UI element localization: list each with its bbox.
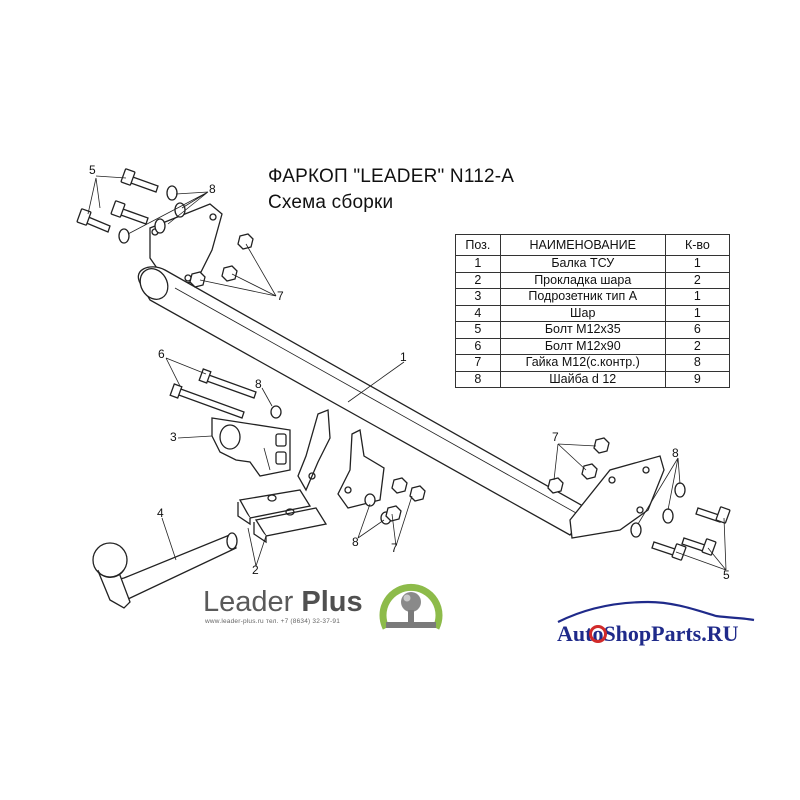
diagram-title: ФАРКОП "LEADER" N112-A [268, 166, 515, 187]
cell-name: Болт М12х90 [499, 337, 666, 355]
cell-qty: 6 [664, 321, 731, 339]
callout-7-top: 7 [277, 289, 284, 303]
cell-pos: 2 [455, 271, 501, 289]
long-bolts [169, 368, 257, 419]
tow-ball [92, 532, 238, 609]
cell-qty: 8 [664, 354, 731, 372]
cell-qty: 1 [664, 255, 731, 273]
cell-pos: 7 [455, 354, 501, 372]
callout-7-bottom: 7 [391, 541, 398, 555]
cell-pos: 6 [455, 337, 501, 355]
watermark-wheel-icon [589, 625, 607, 643]
diagram-subtitle: Схема сборки [268, 192, 394, 213]
callout-5-top: 5 [89, 163, 96, 177]
callout-1: 1 [400, 350, 407, 364]
watermark-text: AutoShopParts.RU [557, 621, 739, 646]
brand-name-light: Leader [203, 586, 302, 618]
brand-contact: www.leader-plus.ru тел. +7 (8634) 32-37-… [205, 618, 341, 625]
cell-name: Болт М12х35 [499, 321, 666, 339]
callout-7-right: 7 [552, 430, 559, 444]
brand-name: Leader Plus [203, 586, 363, 619]
spacer-plate-2 [254, 507, 328, 537]
cell-name: Гайка М12(с.контр.) [499, 354, 666, 372]
callout-2: 2 [252, 563, 259, 577]
right-mounting-plate [569, 455, 665, 539]
bracket-left [297, 409, 331, 492]
cell-name: Шар [499, 304, 666, 322]
bolts-top-left [76, 168, 159, 233]
bracket-right [337, 429, 385, 509]
header-qty: К-во [664, 234, 731, 256]
cell-qty: 9 [664, 370, 731, 388]
callout-3: 3 [170, 430, 177, 444]
brand-name-bold: Plus [301, 586, 363, 618]
callout-6: 6 [158, 347, 165, 361]
callout-8-bottom: 8 [352, 535, 359, 549]
cell-pos: 1 [455, 255, 501, 273]
header-name: НАИМЕНОВАНИЕ [499, 234, 666, 256]
car-silhouette-icon [557, 600, 755, 623]
cell-qty: 1 [664, 304, 731, 322]
towball-logo-icon [379, 583, 443, 630]
table-header-row: Поз. НАИМЕНОВАНИЕ К-во [455, 234, 731, 256]
callout-8-top: 8 [209, 182, 216, 196]
cell-qty: 1 [664, 288, 731, 306]
spacer-plate-1 [238, 489, 312, 519]
cell-name: Балка ТСУ [499, 255, 666, 273]
cell-name: Подрозетник тип А [499, 288, 666, 306]
header-pos: Поз. [455, 234, 501, 256]
cell-pos: 4 [455, 304, 501, 322]
bolts-right [651, 506, 731, 561]
cell-pos: 3 [455, 288, 501, 306]
cell-qty: 2 [664, 271, 731, 289]
callout-8-right: 8 [672, 446, 679, 460]
cell-qty: 2 [664, 337, 731, 355]
cell-pos: 5 [455, 321, 501, 339]
leader-lines [87, 175, 727, 571]
callout-4: 4 [157, 506, 164, 520]
cell-pos: 8 [455, 370, 501, 388]
cell-name: Шайба d 12 [499, 370, 666, 388]
cell-name: Прокладка шара [499, 271, 666, 289]
callout-8-mid: 8 [255, 377, 262, 391]
callout-5-right: 5 [723, 568, 730, 582]
